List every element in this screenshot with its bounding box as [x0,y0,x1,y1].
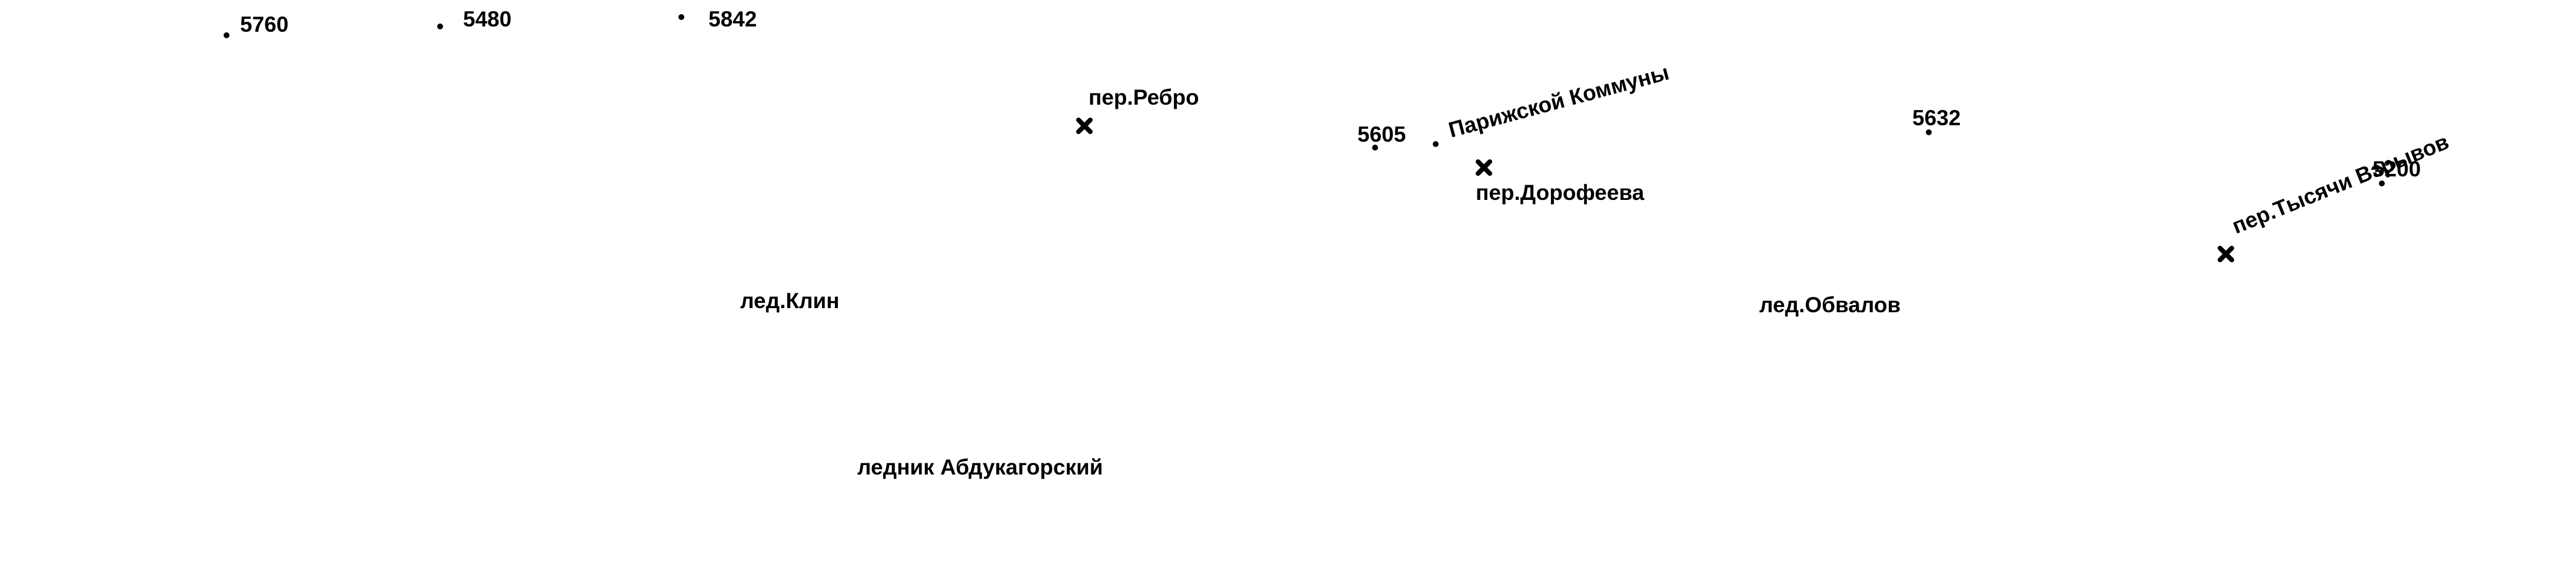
pass-dorofeeva-cross-icon [1476,159,1492,176]
elevation-label-5480: 5480 [463,7,511,31]
elevation-label-5632: 5632 [1912,106,1961,130]
elevation-label-5605: 5605 [1357,122,1406,146]
elevation-label-5760: 5760 [240,12,288,36]
glacier-label-abdukagorsky: ледник Абдукагорский [857,455,1103,479]
glacier-label-klin: лед.Клин [740,289,840,313]
elevation-point-5200-icon [2379,181,2385,186]
elevation-point-parizhskoy-icon [1433,141,1439,147]
pass-label-tysyachi: пер.Тысячи Взрывов [2229,129,2452,238]
elevation-point-5842-icon [678,14,684,20]
peak-label-parizhskoy: Парижской Коммуны [1446,60,1671,142]
glacier-label-obvalov: лед.Обвалов [1759,293,1901,317]
elevation-label-5842: 5842 [708,7,757,31]
pass-rebro-cross-icon [1076,118,1093,134]
pass-label-rebro: пер.Ребро [1089,85,1199,109]
elevation-point-5480-icon [437,24,443,29]
elevation-point-5760-icon [224,32,229,38]
pass-tysyachi-cross-icon [2218,246,2234,262]
elevation-point-5605-icon [1372,145,1378,151]
elevation-point-5632-icon [1926,129,1932,135]
elevation-label-5200: 5200 [2372,157,2421,181]
pass-label-dorofeeva: пер.Дорофеева [1476,181,1645,205]
